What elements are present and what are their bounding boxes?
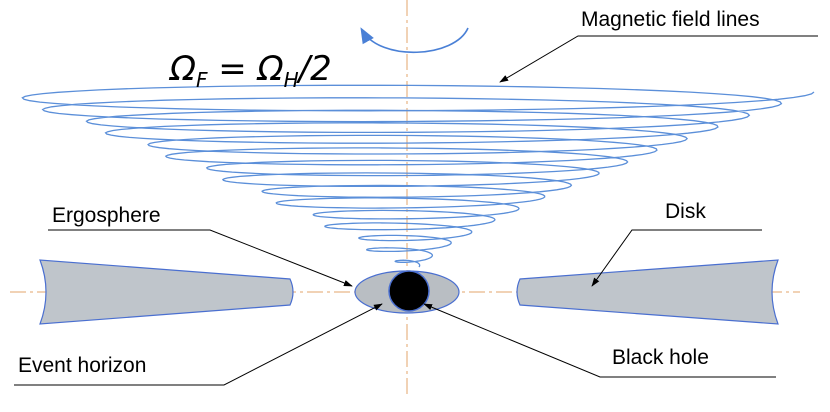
rotation-arrow xyxy=(360,27,469,54)
leader-magnetic-field xyxy=(499,35,818,83)
leader-ergosphere xyxy=(48,229,353,287)
leader-event-horizon xyxy=(14,303,383,386)
magnetic-field-spiral xyxy=(21,84,815,268)
equation-omega-f-equals-half-omega-h: ΩF = ΩH/2 xyxy=(168,49,332,92)
leader-black-hole xyxy=(423,303,776,378)
field-line-path xyxy=(21,84,815,268)
leader-disk xyxy=(591,229,762,287)
black-hole-circle xyxy=(388,270,430,312)
disk-left xyxy=(39,259,294,325)
eq-equals: = xyxy=(208,49,258,89)
label-event-horizon: Event horizon xyxy=(18,354,146,377)
eq-rhs-tail: /2 xyxy=(296,49,332,89)
eq-rhs-symbol: Ω xyxy=(256,49,284,89)
eq-lhs-symbol: Ω xyxy=(168,49,196,89)
label-disk: Disk xyxy=(665,200,706,223)
eq-lhs-sub: F xyxy=(196,68,208,92)
label-black-hole: Black hole xyxy=(612,346,709,369)
eq-rhs-sub: H xyxy=(284,68,299,92)
disk-right xyxy=(516,259,779,325)
label-magnetic-field-lines: Magnetic field lines xyxy=(581,8,760,31)
label-ergosphere: Ergosphere xyxy=(52,204,161,227)
